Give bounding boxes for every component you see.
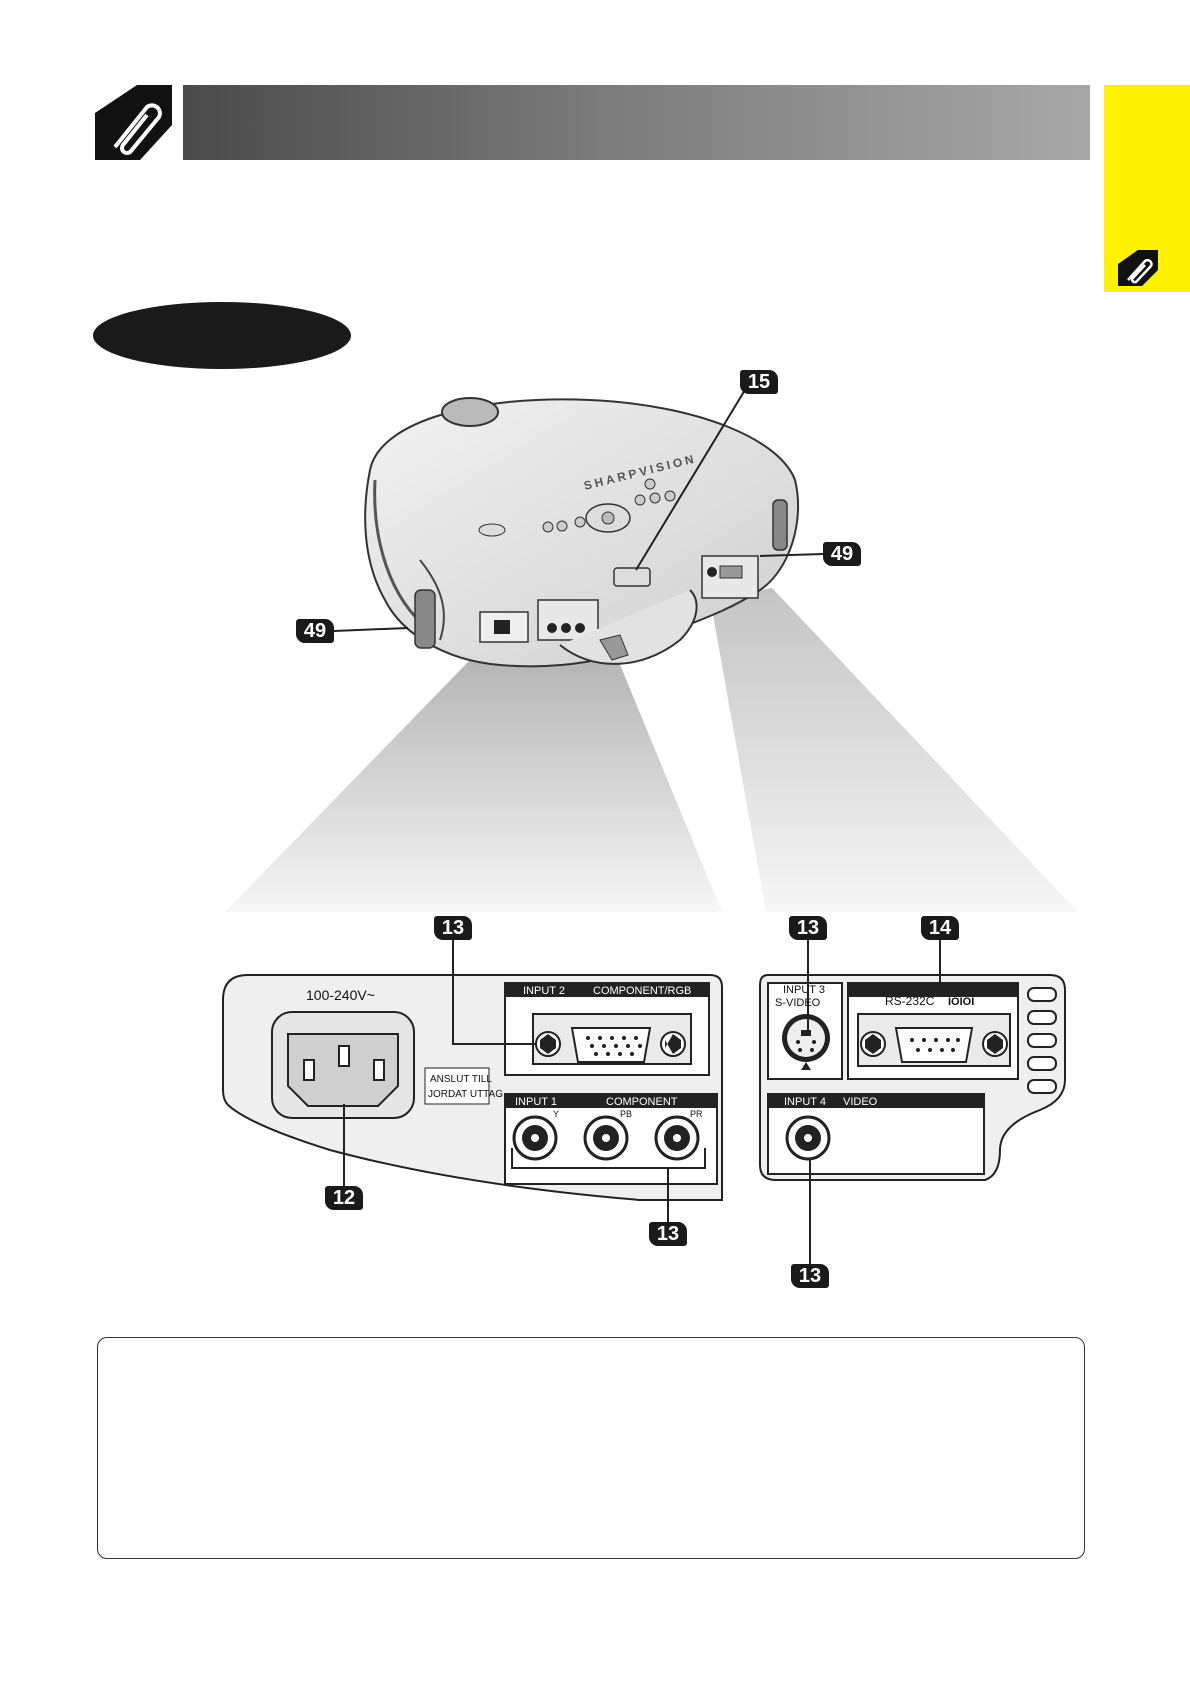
- voltage-label: 100-240V~: [306, 987, 375, 1003]
- side-tab-paperclip-icon: [1118, 250, 1158, 286]
- input2-label: INPUT 2: [523, 985, 565, 997]
- input3-label: INPUT 3: [783, 984, 825, 996]
- input1-type: COMPONENT: [606, 1096, 678, 1108]
- ac-socket: [287, 1033, 399, 1107]
- callout-intake-right: 49: [823, 542, 861, 566]
- callout-input1: 13: [649, 1222, 687, 1246]
- jack-y-label: Y: [553, 1109, 559, 1119]
- input4-type: VIDEO: [843, 1096, 878, 1108]
- rear-panel-right: INPUT 3 S-VIDEO RS-232C IOIOI: [759, 940, 1066, 1264]
- ground-warning-line2: JORDAT UTTAG.: [428, 1089, 506, 1100]
- rear-panel-left: 100-240V~ ANSLUT TILL JORDAT UTTAG. INPU…: [222, 940, 723, 1222]
- right-panel-beam: [710, 588, 1078, 912]
- note-box: [97, 1337, 1085, 1559]
- input2-type: COMPONENT/RGB: [593, 985, 691, 997]
- ground-warning-line1: ANSLUT TILL: [430, 1074, 492, 1085]
- callout-input4: 13: [791, 1264, 829, 1288]
- input4-label: INPUT 4: [784, 1096, 826, 1108]
- input3-type: S-VIDEO: [775, 997, 821, 1009]
- callout-lamp-indicator: 15: [740, 370, 778, 394]
- rs232c-symbol: IOIOI: [948, 996, 974, 1008]
- header-paperclip-icon: [95, 85, 172, 160]
- rs232c-label: RS-232C: [885, 994, 935, 1008]
- input1-label: INPUT 1: [515, 1096, 557, 1108]
- jack-pb-label: PB: [620, 1109, 632, 1119]
- callout-input2: 13: [434, 916, 472, 940]
- rs232c-dsub-connector: [894, 1027, 974, 1063]
- lamp-indicator-window: [613, 567, 651, 587]
- section-heading-pill: [93, 302, 351, 369]
- callout-rs232c: 14: [921, 916, 959, 940]
- callout-intake-left: 49: [296, 619, 334, 643]
- jack-pr-label: PR: [690, 1109, 703, 1119]
- callout-input3: 13: [789, 916, 827, 940]
- header-bar: [183, 85, 1090, 160]
- projector-body: [364, 397, 799, 668]
- component-rca-jacks: [512, 1115, 700, 1161]
- left-panel-beam: [225, 655, 722, 912]
- callout-power: 12: [325, 1186, 363, 1210]
